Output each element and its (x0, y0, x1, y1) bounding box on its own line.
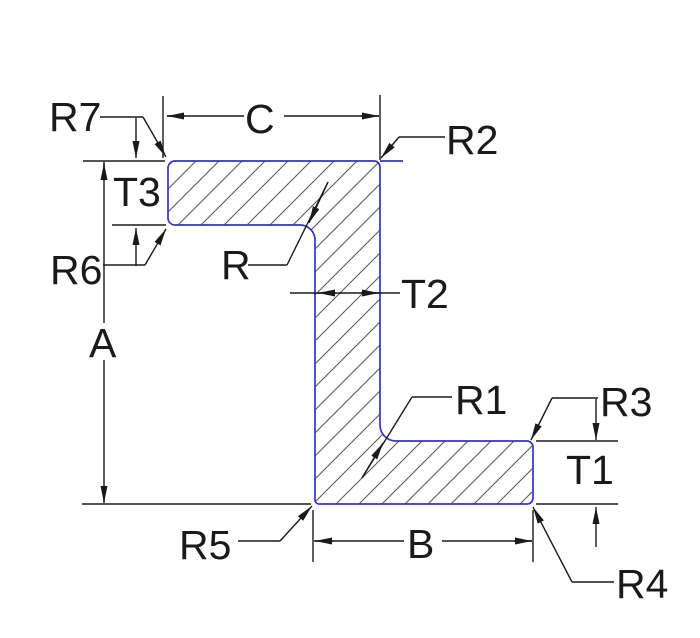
label-top-flange-thickness: T3 (113, 169, 161, 215)
label-top-flange-width: C (245, 96, 275, 142)
label-r: R (221, 242, 251, 288)
label-r6: R6 (50, 247, 102, 293)
label-r5: R5 (179, 522, 231, 568)
dimension-bottom-flange-width: B (314, 521, 532, 567)
radius-callout-r7: R7 (49, 94, 167, 158)
label-overall-height: A (89, 320, 117, 366)
label-r3: R3 (600, 379, 652, 425)
r6-leader-arrow (144, 228, 167, 266)
radius-callout-r4: R4 (532, 506, 668, 607)
dimension-bottom-flange-thickness: T1 (566, 399, 614, 547)
r2-leader-arrow (380, 136, 400, 159)
r5-leader-arrow (279, 505, 313, 542)
radius-callout-r1: R1 (361, 377, 507, 479)
label-r2: R2 (446, 117, 498, 163)
extension-lines (82, 95, 618, 562)
z-profile-section (167, 160, 534, 505)
label-bottom-flange-thickness: T1 (566, 447, 614, 493)
label-r7: R7 (49, 94, 101, 140)
r1-leader-arrow (361, 442, 384, 479)
radius-callout-r2: R2 (380, 117, 498, 163)
radius-callout-r5: R5 (179, 505, 313, 568)
radius-callout-r: R (221, 181, 329, 288)
label-web-thickness: T2 (401, 271, 449, 317)
label-r1: R1 (455, 377, 507, 423)
label-bottom-flange-width: B (407, 521, 434, 567)
r4-leader-arrow (532, 506, 573, 583)
z-profile-outline (167, 160, 534, 505)
radius-callout-r6: R6 (50, 228, 167, 293)
r7-leader-arrow (142, 116, 167, 158)
r-leader-arrow (308, 181, 329, 224)
dimension-top-flange-width: C (167, 96, 379, 142)
dimension-overall-height: A (89, 162, 117, 503)
dimension-top-flange-thickness: T3 (113, 118, 161, 266)
dimension-web-thickness: T2 (290, 271, 449, 317)
label-r4: R4 (616, 561, 668, 607)
radius-callout-r3: R3 (530, 379, 652, 441)
r3-leader-arrow (530, 397, 553, 441)
